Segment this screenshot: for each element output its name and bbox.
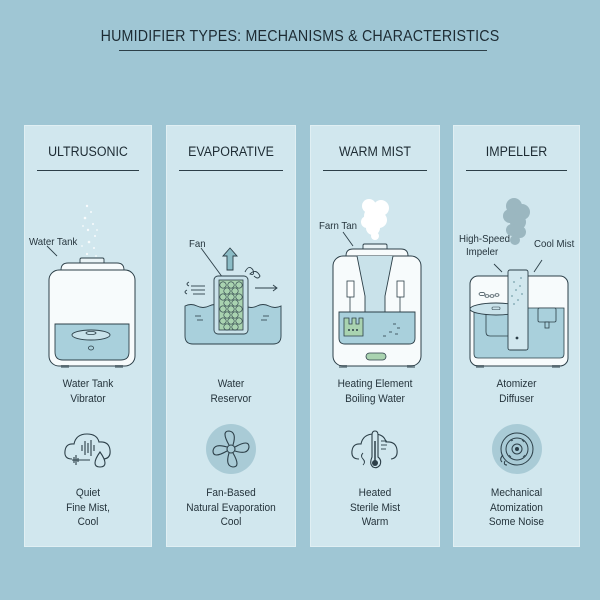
feature-line: Fan-Based (206, 487, 256, 499)
panel-warm-mist: WARM MIST Farn Tan Heating Element (310, 125, 440, 547)
page-title: HUMIDIFIER TYPES: MECHANISMS & CHARACTER… (100, 28, 500, 45)
panel-impeller: IMPELLER High-Speed Impeler Cool Mist Fa… (453, 125, 580, 547)
panel-title: ULTRUSONIC (48, 144, 128, 159)
mechanism-label-line: Reservor (210, 392, 252, 405)
panel-ultrasonic: ULTRUSONIC Water Tank Water Tank Vibrato… (24, 125, 152, 547)
impeller-diagram (454, 186, 579, 376)
feature-line: Fine Mist, (66, 501, 110, 514)
feature-line: Heated (358, 487, 392, 499)
panel-divider (323, 170, 427, 171)
mechanism-label-line: Water (217, 378, 245, 390)
title-divider (119, 50, 487, 52)
callout-water-tank: Water Tank (29, 236, 78, 248)
mechanism-label-line: Water Tank (62, 378, 114, 390)
warm-mist-humidifier-icon (332, 199, 422, 368)
feature-line: Some Noise (488, 516, 545, 528)
evaporative-humidifier-icon (184, 247, 282, 345)
feature-line: Cool (220, 516, 242, 528)
feature-line: Cool (77, 516, 99, 528)
mechanism-label-line: Diffuser (499, 392, 534, 405)
mechanism-label-line: Atomizer (496, 378, 537, 390)
cloud-sound-drop-icon (60, 421, 116, 477)
warm-mist-diagram (311, 186, 439, 376)
feature-line: Sterile Mist (349, 501, 401, 514)
ultrasonic-diagram (25, 186, 151, 376)
callout-fan: Fan (189, 238, 206, 250)
panel-title: EVAPORATIVE (188, 144, 274, 159)
ultrasonic-humidifier-icon (46, 204, 136, 368)
feature-line: Quiet (75, 487, 101, 499)
panel-evaporative: EVAPORATIVE Fan (166, 125, 296, 547)
panel-title: IMPELLER (485, 144, 548, 159)
callout-farn-tan: Farn Tan (319, 220, 357, 232)
panel-title: WARM MIST (339, 144, 411, 159)
impeller-humidifier-icon (469, 198, 569, 368)
mechanism-label-line: Vibrator (70, 392, 106, 405)
feature-line: Mechanical (490, 487, 543, 499)
feature-line: Atomization (490, 501, 543, 514)
feature-line: Warm (361, 516, 389, 528)
callout-high-speed: High-Speed (459, 233, 511, 245)
cloud-thermometer-icon (347, 421, 403, 477)
callout-cool-mist: Cool Mist (534, 238, 575, 250)
fan-icon (203, 421, 259, 477)
panel-divider (179, 170, 283, 171)
impeller-disc-icon (489, 421, 545, 477)
panel-divider (37, 170, 139, 171)
callout-impeler: Impeler (466, 246, 499, 258)
mechanism-label-line: Heating Element (337, 378, 413, 390)
mechanism-label-line: Boiling Water (345, 392, 405, 405)
panel-divider (466, 170, 567, 171)
evaporative-diagram (167, 186, 295, 376)
feature-line: Natural Evaporation (186, 501, 276, 514)
